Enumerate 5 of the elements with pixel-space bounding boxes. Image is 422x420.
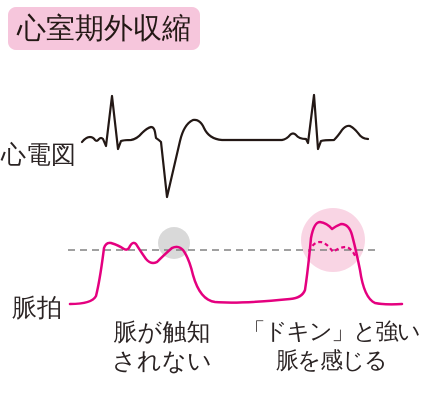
title-banner: 心室期外収縮 (8, 7, 200, 50)
axis-label: 心電図 (1, 142, 76, 167)
annotation-text: 脈が触知されない (111, 318, 213, 376)
annotation-text: 「ドキン」と強い脈を感じる (242, 318, 420, 376)
axis-label: 脈拍 (12, 295, 62, 320)
